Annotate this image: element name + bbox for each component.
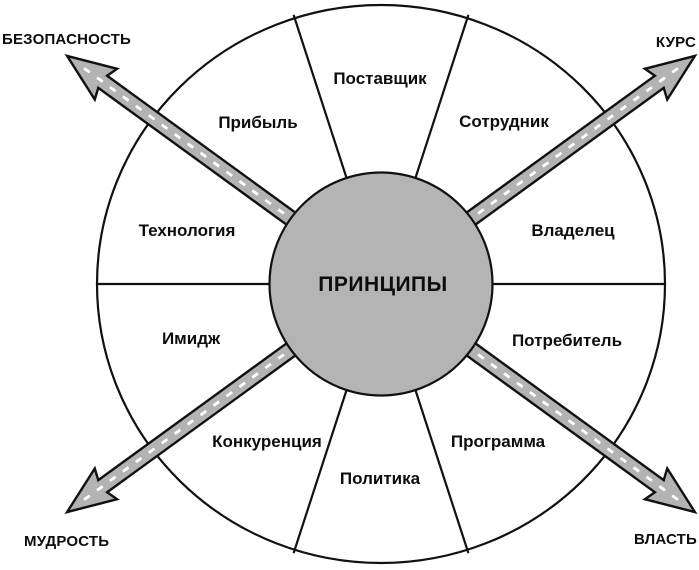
sector-label-image: Имидж — [162, 329, 221, 348]
sector-label-program: Программа — [451, 432, 546, 451]
arrow-wisdom — [64, 332, 311, 514]
sector-label-supplier: Поставщик — [333, 69, 427, 88]
center-circle — [268, 171, 494, 397]
arrow-security-dashed-line — [77, 63, 298, 225]
sector-label-consumer: Потребитель — [512, 331, 622, 350]
arrow-wisdom-dashed-line — [77, 343, 298, 505]
center-label: ПРИНЦИПЫ — [318, 273, 447, 296]
sector-divider-line — [414, 389, 470, 554]
sector-label-policy: Политика — [340, 469, 421, 488]
arrow-power-dashed-line — [464, 343, 685, 505]
sector-label-profit: Прибыль — [218, 113, 297, 132]
arrow-course — [451, 54, 698, 236]
axis-label-wisdom: МУДРОСТЬ — [24, 533, 109, 550]
arrow-course-dashed-line — [464, 63, 685, 225]
axis-label-power: ВЛАСТЬ — [634, 531, 697, 548]
arrow-power — [451, 332, 698, 514]
sector-divider-line — [292, 389, 348, 554]
sector-label-technology: Технология — [139, 221, 236, 240]
sector-divider-line — [414, 14, 470, 179]
sector-divider-lines — [98, 14, 664, 554]
sector-label-owner: Владелец — [531, 221, 615, 240]
arrow-security — [64, 54, 311, 236]
axis-label-security: БЕЗОПАСНОСТЬ — [2, 31, 131, 48]
sector-label-employee: Сотрудник — [459, 112, 549, 131]
axis-label-course: КУРС — [656, 34, 696, 51]
sector-divider-line — [292, 14, 348, 179]
sector-label-competition: Конкуренция — [212, 432, 322, 451]
